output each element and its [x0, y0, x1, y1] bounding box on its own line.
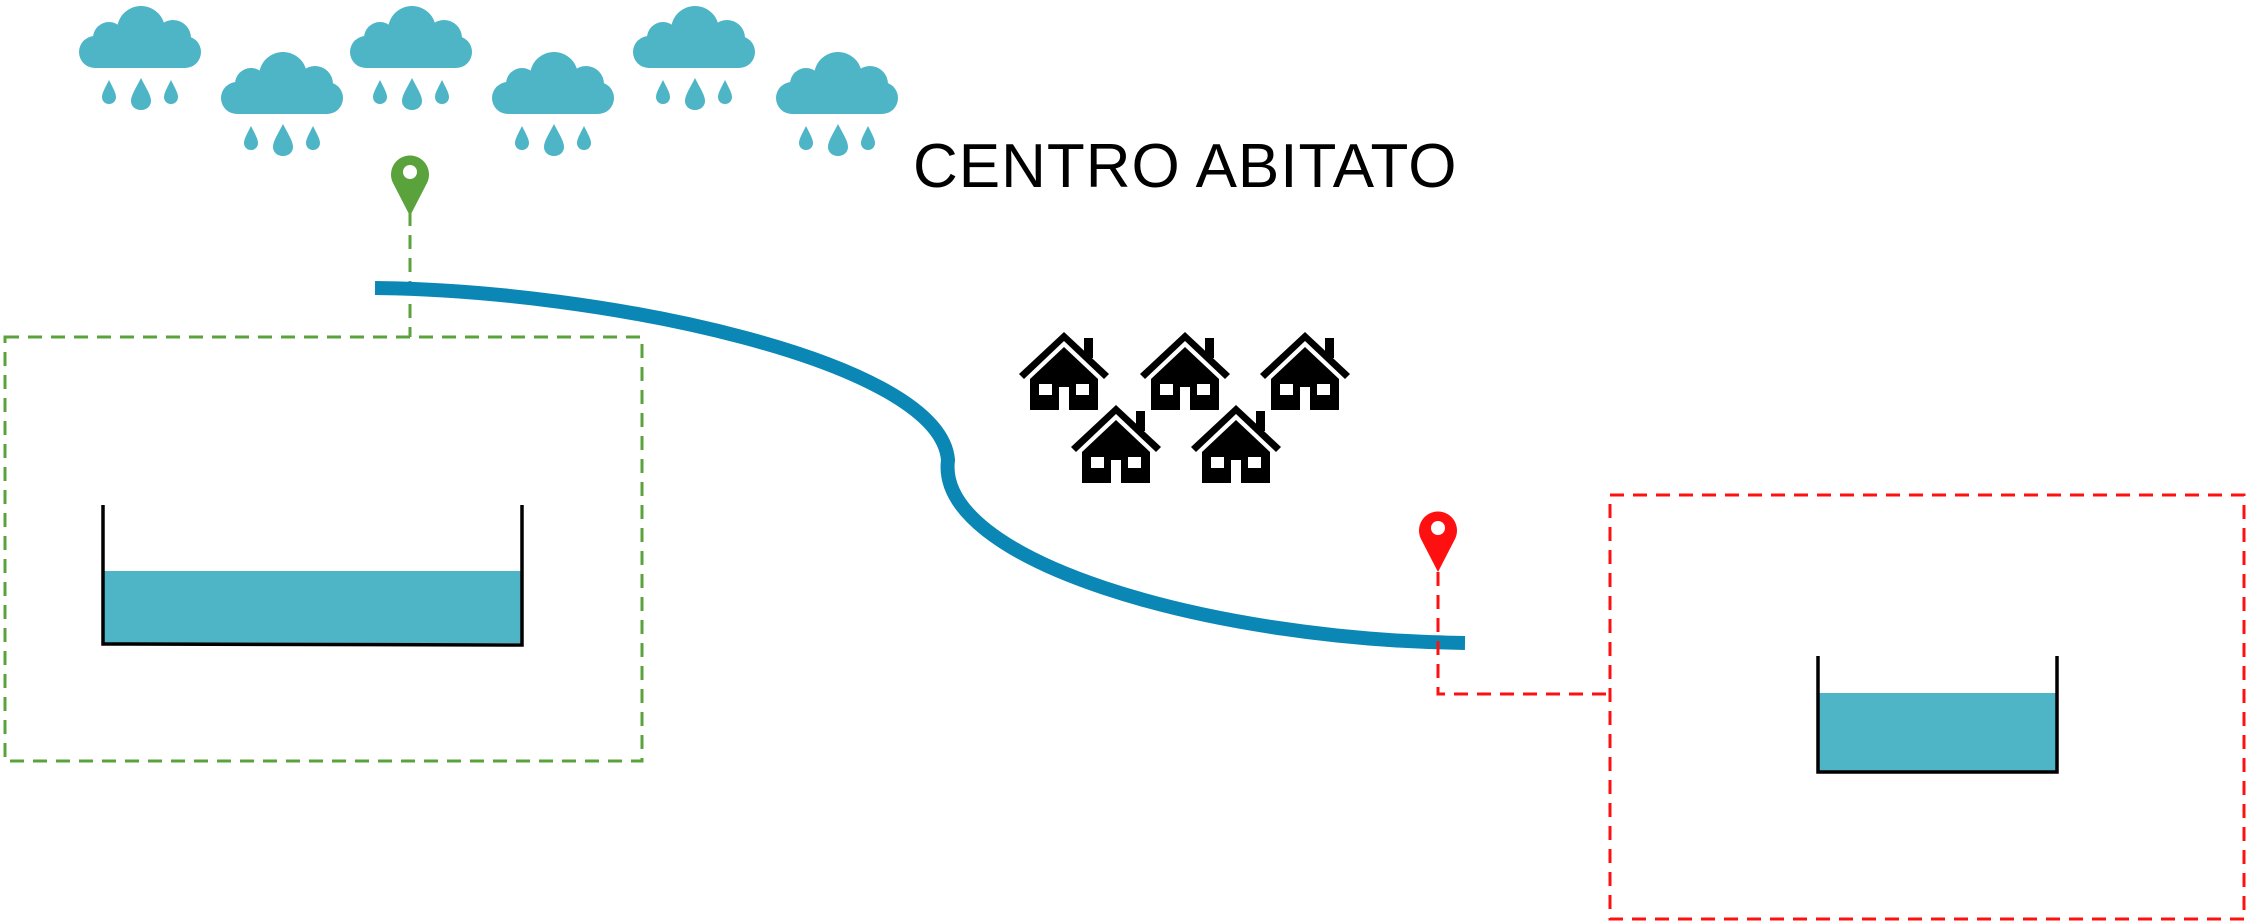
upstream-tank	[101, 505, 524, 647]
upstream-section	[3, 155, 644, 763]
rain-cloud-icon	[79, 6, 201, 110]
rain-cloud-icon	[221, 52, 343, 156]
house-icon	[1140, 332, 1230, 410]
settlement-label: CENTRO ABITATO	[913, 132, 1458, 201]
rain-cloud-icon	[633, 6, 755, 110]
map-pin-icon	[1419, 511, 1457, 572]
downstream-tank-walls	[1816, 656, 2059, 774]
river	[374, 281, 1466, 650]
houses	[1019, 332, 1350, 483]
upstream-water-level	[103, 571, 522, 643]
downstream-water-level	[1818, 693, 2056, 771]
downstream-section	[1419, 493, 2246, 921]
downstream-tank	[1816, 656, 2059, 774]
rain-cloud-icon	[492, 52, 614, 156]
map-pin-icon	[391, 155, 430, 216]
rain-cloud-icon	[776, 52, 898, 156]
house-icon	[1071, 405, 1161, 483]
rain-cloud-icon	[350, 6, 472, 110]
upstream-tank-walls	[101, 505, 524, 647]
house-icon	[1260, 332, 1350, 410]
house-icon	[1191, 405, 1281, 483]
upstream-boundary	[3, 335, 644, 763]
downstream-connector	[1436, 572, 1610, 696]
house-icon	[1019, 332, 1109, 410]
rain-clouds	[79, 6, 898, 156]
